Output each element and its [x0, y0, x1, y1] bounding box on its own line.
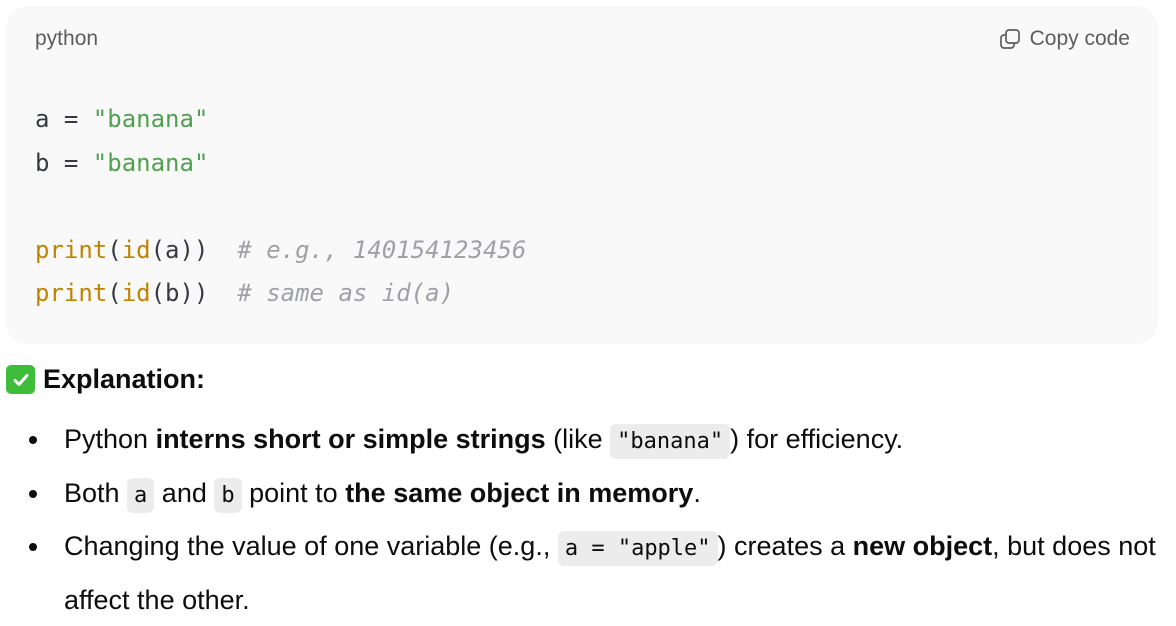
code-token: print	[35, 279, 108, 307]
text-span: , but does not affect the other.	[64, 531, 1156, 615]
code-token: (	[107, 235, 122, 264]
bullet-dot	[29, 543, 37, 551]
explanation-bullet-list: Python interns short or simple strings (…	[26, 414, 1156, 625]
text-span: Python	[64, 424, 156, 454]
explanation-title: Explanation:	[43, 364, 206, 394]
text-span: (like	[545, 424, 611, 454]
code-token: # same as id(a)	[237, 279, 455, 307]
text-span: .	[693, 477, 701, 508]
text-span: ) creates a	[717, 531, 853, 561]
code-line: b = "banana"	[35, 142, 526, 186]
code-line	[35, 185, 526, 229]
code-token: (b))	[150, 279, 238, 307]
text-span: Both	[64, 477, 128, 508]
code-token: id	[121, 235, 151, 264]
inline-code: a = "apple"	[557, 531, 718, 566]
code-token: "banana"	[92, 148, 209, 177]
code-token: print	[35, 235, 108, 264]
code-block: python Copy code a = "banana"b = "banana…	[6, 6, 1158, 344]
code-line: print(id(a)) # e.g., 140154123456	[35, 229, 526, 273]
list-item: Python interns short or simple strings (…	[26, 414, 1156, 468]
code-token: # e.g., 140154123456	[237, 235, 527, 264]
text-span: ) for efficiency.	[730, 424, 904, 454]
copy-code-button[interactable]: Copy code	[998, 27, 1130, 51]
copy-icon	[998, 27, 1022, 51]
code-token: (a))	[150, 235, 238, 264]
code-token: (	[107, 279, 122, 307]
explanation-heading: Explanation:	[6, 364, 205, 395]
bold-text: the same object in memory	[345, 477, 694, 508]
code-token: "banana"	[92, 105, 209, 133]
check-mark-button-icon	[6, 365, 35, 394]
text-span: and	[154, 477, 215, 508]
copy-code-label: Copy code	[1029, 27, 1130, 50]
bullet-dot	[29, 489, 37, 498]
code-line: print(id(b)) # same as id(a)	[35, 272, 526, 316]
code-token: id	[121, 279, 151, 307]
inline-code: "banana"	[610, 424, 731, 459]
text-span: point to	[241, 477, 346, 508]
code-line: a = "banana"	[35, 98, 526, 142]
bold-text: new object	[852, 531, 993, 561]
inline-code: a	[127, 477, 155, 513]
list-item: Both a and b point to the same object in…	[26, 468, 1156, 522]
bold-text: interns short or simple strings	[155, 424, 546, 454]
list-item: Changing the value of one variable (e.g.…	[26, 521, 1156, 625]
inline-code: b	[214, 477, 242, 513]
code-token: b =	[35, 148, 93, 177]
text-span: Changing the value of one variable (e.g.…	[64, 531, 558, 561]
bullet-dot	[29, 436, 37, 444]
code-block-header: python Copy code	[35, 24, 1130, 54]
code-language-label: python	[35, 27, 99, 50]
code-token: a =	[35, 105, 93, 133]
code-content: a = "banana"b = "banana"print(id(a)) # e…	[35, 98, 526, 316]
